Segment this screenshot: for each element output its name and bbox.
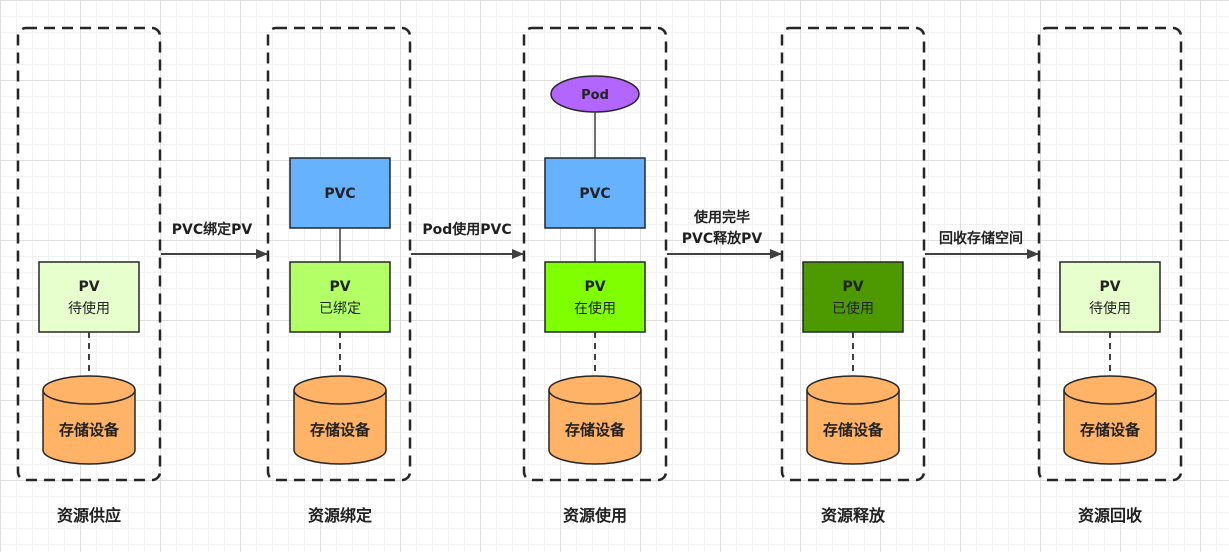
pvc-label: PVC [324, 186, 355, 202]
stage-container [1037, 26, 1183, 482]
transition-use: Pod使用PVC [411, 221, 524, 259]
pv-box [289, 261, 391, 333]
storage-cylinder [293, 375, 387, 465]
pv-label: PV [842, 279, 863, 295]
pv-label: PV [1099, 279, 1120, 295]
storage-cylinder [806, 375, 900, 465]
stage-title: 资源回收 [1078, 506, 1142, 525]
stage-container [780, 26, 926, 482]
transition-release: 使用完毕 PVC释放PV [667, 209, 782, 259]
storage-cylinder [42, 375, 136, 465]
stage-title: 资源绑定 [308, 506, 372, 525]
transition-reclaim: 回收存储空间 [925, 230, 1039, 259]
transition-label-line2: PVC释放PV [682, 230, 763, 247]
storage-label: 存储设备 [823, 421, 884, 439]
storage-cylinder [548, 375, 642, 465]
storage-label: 存储设备 [310, 421, 371, 439]
stage-title: 资源释放 [821, 506, 886, 525]
pv-label: PV [329, 279, 350, 295]
transition-bind: PVC绑定PV [161, 221, 268, 259]
pv-status: 待使用 [68, 300, 110, 317]
pvc-label: PVC [579, 186, 610, 202]
stage-binding: PVC PV 已绑定 存储设备 资源绑定 [266, 26, 412, 525]
pvc-box [544, 157, 646, 229]
pv-status: 已使用 [832, 300, 874, 317]
transition-label: 使用完毕 [693, 209, 750, 226]
storage-label: 存储设备 [1080, 421, 1141, 439]
stage-container [522, 26, 668, 482]
pv-box [38, 261, 140, 333]
transition-label: Pod使用PVC [422, 221, 511, 238]
transition-label: PVC绑定PV [172, 221, 253, 238]
pv-box [802, 261, 904, 333]
pv-label: PV [584, 279, 605, 295]
pv-label: PV [78, 279, 99, 295]
stage-release: PV 已使用 存储设备 资源释放 [780, 26, 926, 525]
pvc-box [289, 157, 391, 229]
pv-box [1059, 261, 1161, 333]
storage-label: 存储设备 [59, 421, 120, 439]
pod-label: Pod [581, 88, 609, 103]
pv-status: 待使用 [1089, 300, 1131, 317]
stage-title: 资源供应 [57, 506, 121, 525]
stage-container [16, 26, 162, 482]
stage-provision: PV 待使用 存储设备 资源供应 [16, 26, 162, 525]
stage-reclaim: PV 待使用 存储设备 资源回收 [1037, 26, 1183, 525]
stage-title: 资源使用 [563, 506, 627, 525]
pv-status: 已绑定 [319, 301, 361, 317]
pv-box [544, 261, 646, 333]
storage-cylinder [1063, 375, 1157, 465]
pv-status: 在使用 [574, 300, 616, 317]
stage-using: Pod PVC PV 在使用 存储设备 资源使用 [522, 26, 668, 525]
storage-label: 存储设备 [565, 421, 626, 439]
stage-container [266, 26, 412, 482]
transition-label: 回收存储空间 [939, 230, 1023, 247]
